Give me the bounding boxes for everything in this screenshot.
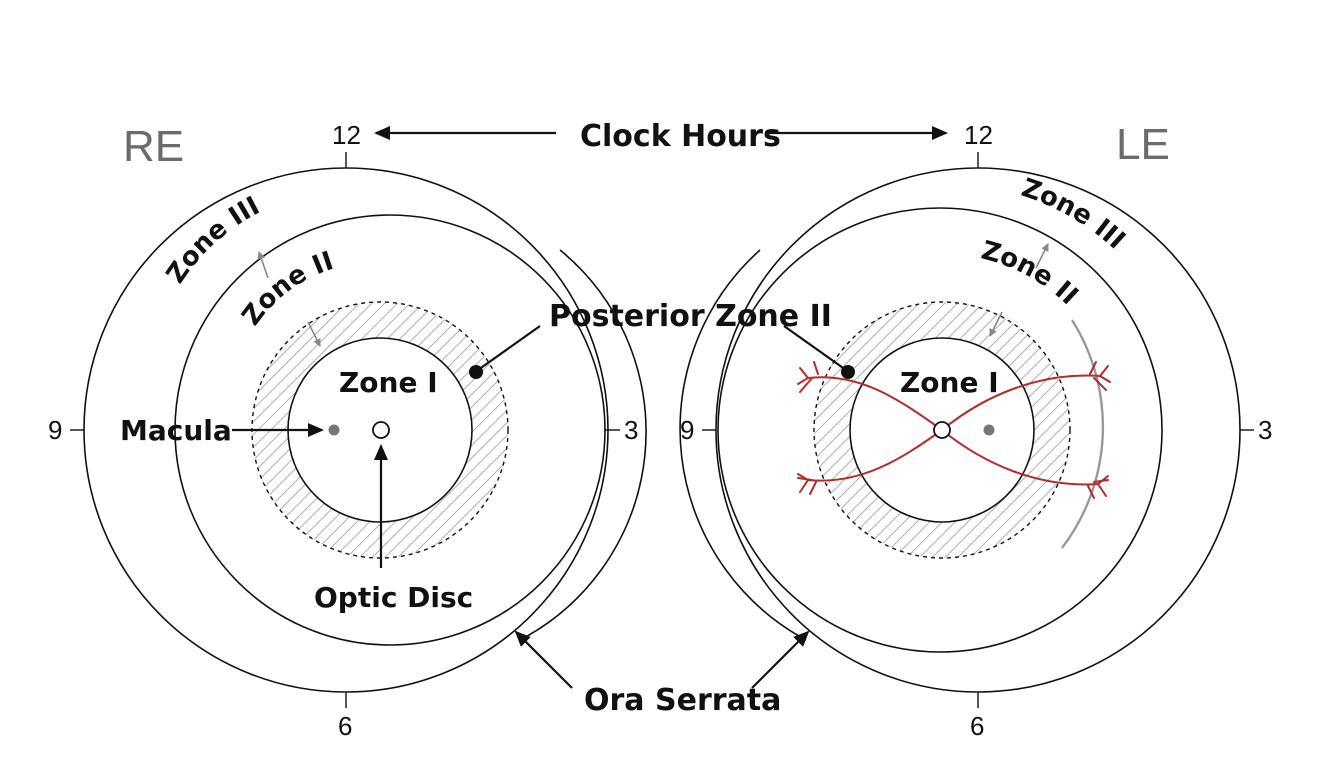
right-eye-diagram: RE 12 6 9 3 Zone III Zone II Zone I <box>48 120 647 741</box>
re-clock-6: 6 <box>338 711 352 741</box>
ora-serrata-arrow-right <box>751 630 810 689</box>
re-ora-serrata-edge <box>519 249 647 641</box>
clock-hours-annotation: Clock Hours <box>374 119 948 154</box>
re-zone-i-label: Zone I <box>339 366 438 399</box>
ora-serrata-arrow-left <box>514 630 573 689</box>
left-eye-label: LE <box>1116 120 1170 169</box>
le-clock-6: 6 <box>970 711 984 741</box>
posterior-zone-ii-label: Posterior Zone II <box>549 299 832 334</box>
le-macula-dot <box>983 424 995 436</box>
le-posterior-zone-ii-pointer <box>783 325 847 371</box>
optic-disc-label: Optic Disc <box>314 581 473 614</box>
le-ora-serrata-nasal <box>717 207 1163 653</box>
re-zone-iii-label: Zone III <box>161 191 265 289</box>
re-clock-12: 12 <box>332 120 361 150</box>
le-zone-ii-arrow <box>989 311 1003 337</box>
le-clock-9: 9 <box>680 415 694 445</box>
ora-serrata-label: Ora Serrata <box>584 683 781 718</box>
le-retinal-vessels <box>797 361 1111 499</box>
le-zone-ii-label: Zone II <box>978 236 1084 311</box>
right-eye-label: RE <box>123 122 184 171</box>
re-posterior-zone-ii-dot <box>469 365 483 379</box>
ora-serrata-annotation: Ora Serrata <box>514 630 810 718</box>
re-zone-ii-arrow <box>307 321 321 347</box>
le-zone-iii-label: Zone III <box>1018 173 1131 255</box>
le-clock-12: 12 <box>964 120 993 150</box>
clock-hours-label: Clock Hours <box>580 119 781 154</box>
macula-label: Macula <box>120 414 232 447</box>
re-posterior-zone-ii-pointer <box>477 325 541 371</box>
re-zone-iii-arrow <box>257 251 269 279</box>
re-optic-disc <box>372 421 390 439</box>
le-optic-disc <box>933 421 951 439</box>
re-macula-dot <box>328 424 340 436</box>
left-eye-diagram: LE 12 6 9 3 Zone III <box>679 120 1272 741</box>
le-posterior-zone-ii-dot <box>841 365 855 379</box>
le-zone-i-label: Zone I <box>900 366 999 399</box>
le-clock-3: 3 <box>1258 415 1272 445</box>
le-zone-iii-arrow <box>1035 243 1049 269</box>
le-ridge-arc <box>1061 319 1105 549</box>
le-ora-serrata-edge <box>679 249 807 641</box>
re-clock-9: 9 <box>48 415 62 445</box>
re-clock-3: 3 <box>624 415 638 445</box>
